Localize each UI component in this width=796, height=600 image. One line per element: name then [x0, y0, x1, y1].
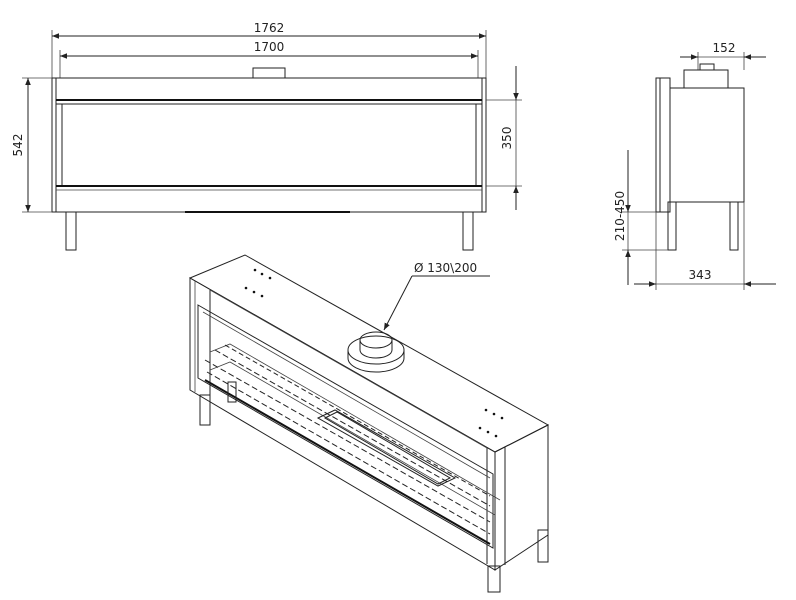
- inner-width-label: 1700: [254, 40, 285, 54]
- iso-flue-collar: [347, 335, 405, 365]
- front-leg-left: [65, 211, 77, 251]
- front-glass: [61, 103, 477, 187]
- side-flue: [683, 69, 729, 89]
- iso-side-face: [494, 424, 549, 571]
- side-leg-back: [729, 201, 739, 251]
- iso-leg-back-left: [227, 381, 237, 403]
- side-front-frame: [655, 77, 671, 213]
- side-body: [669, 87, 745, 203]
- iso-front-frame: [189, 277, 496, 571]
- side-leg-front: [667, 201, 677, 251]
- isometric-view: Ø 130\200: [188, 254, 550, 593]
- flue-depth-label: 152: [713, 41, 736, 55]
- dimension-depth: 343: [634, 202, 776, 290]
- iso-leg-front-left: [199, 394, 211, 426]
- iso-leg-back-right: [537, 529, 549, 563]
- dimension-overall-height: 542: [11, 77, 52, 213]
- overall-height-label: 542: [11, 134, 25, 157]
- dimension-inner-width: 1700: [60, 40, 478, 59]
- iso-top-dots: [244, 268, 504, 438]
- overall-width-label: 1762: [254, 21, 285, 35]
- leg-height-label: 210-450: [613, 191, 627, 241]
- flue-diameter-label: Ø 130\200: [414, 261, 477, 275]
- dimension-leg-height: 210-450: [613, 150, 668, 285]
- iso-glass-opening: [197, 304, 494, 549]
- dimension-glass-height: 350: [486, 66, 522, 210]
- front-view: 1762 1700 542: [11, 21, 522, 251]
- front-flue-stub: [252, 67, 286, 79]
- dimension-flue-depth: 152: [680, 41, 766, 70]
- iso-leg-front-right: [487, 565, 501, 593]
- dimension-overall-width: 1762: [52, 21, 486, 39]
- glass-height-label: 350: [500, 127, 514, 150]
- flue-diameter-callout: Ø 130\200: [383, 261, 490, 331]
- side-view: 152 210-450 343: [613, 41, 776, 290]
- front-leg-right: [462, 211, 474, 251]
- depth-label: 343: [689, 268, 712, 282]
- front-body: [51, 77, 487, 213]
- iso-top-face: [188, 254, 550, 453]
